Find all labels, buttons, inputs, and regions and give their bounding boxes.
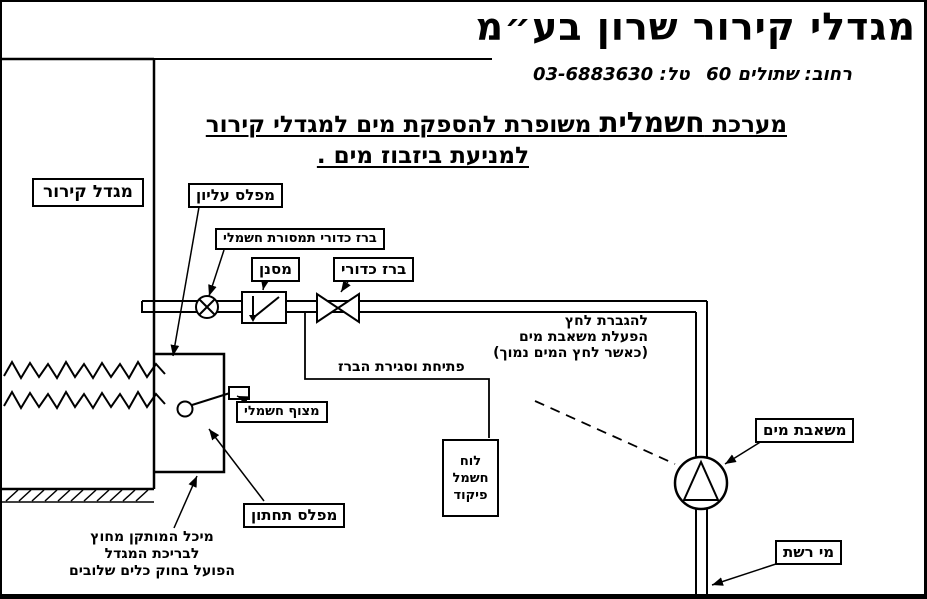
ball-valve-label: ברז כדורי xyxy=(333,257,415,282)
tank-note-line1: מיכל המותקן מחוץ xyxy=(90,529,214,545)
electric-ball-valve-label: ברז כדורי תמסורת חשמלי xyxy=(215,228,385,251)
heading-word-system: מערכת xyxy=(704,112,787,138)
filter-label: מסנן xyxy=(251,257,300,282)
control-panel-line2: חשמל xyxy=(452,470,489,486)
electric-valve-symbol xyxy=(195,295,219,319)
pump-control-dashed-line xyxy=(534,400,676,465)
pressure-note-line2: הפעלת משאבת מים xyxy=(519,329,648,345)
control-panel-box: לוח חשמל פיקוד xyxy=(442,439,499,517)
tank-note-line3: הפועל בחוק כלים שלובים xyxy=(69,563,235,579)
pump-symbol xyxy=(673,455,729,511)
electric-float-label: מצוף חשמלי xyxy=(236,401,328,424)
tank-note-line2: לבריכת המגדל xyxy=(104,546,200,562)
filter-symbol xyxy=(241,291,287,324)
pressure-boost-note: להגברת לחץ הפעלת משאבת מים (כאשר לחץ המי… xyxy=(493,313,648,361)
cooling-tower-label: מגדל קירור xyxy=(32,178,144,208)
company-title: מגדלי קירור שרון בע״מ xyxy=(475,5,916,49)
control-wiring xyxy=(304,313,490,438)
mains-water-label: מי רשת xyxy=(775,540,843,565)
side-tank xyxy=(154,352,226,474)
heading-rest: משופרת להספקת מים למגדלי קירור xyxy=(205,112,600,138)
pressure-note-line3: (כאשר לחץ המים נמוך) xyxy=(493,345,648,361)
water-pump-label: משאבת מים xyxy=(755,418,855,443)
ball-valve-symbol xyxy=(316,292,360,324)
water-level-zigzag xyxy=(3,359,166,410)
main-pipe xyxy=(141,300,708,594)
cooling-tower-outline xyxy=(2,57,156,503)
pressure-note-line1: להגברת לחץ xyxy=(564,313,648,329)
upper-level-label: מפלס עליון xyxy=(188,183,283,208)
main-heading-line2: למניעת ביזבוז מים . xyxy=(316,143,529,169)
external-tank-note: מיכל המותקן מחוץ לבריכת המגדל הפועל בחוק… xyxy=(54,529,250,580)
lower-level-label: מפלס תחתון xyxy=(243,503,346,528)
company-phone: טל: 03-6883630 xyxy=(533,64,690,85)
main-heading-line1: מערכת חשמלית משופרת להספקת מים למגדלי קי… xyxy=(206,106,787,139)
heading-word-electric: חשמלית xyxy=(599,106,705,139)
label-arrows xyxy=(170,206,783,586)
control-panel-line3: פיקוד xyxy=(453,487,488,503)
valve-open-close-note: פתיחת וסגירת הברז xyxy=(338,359,465,375)
control-panel-line1: לוח xyxy=(459,453,482,469)
float-switch-symbol xyxy=(176,386,250,418)
company-address: רחוב: שתולים 60 xyxy=(706,64,852,85)
